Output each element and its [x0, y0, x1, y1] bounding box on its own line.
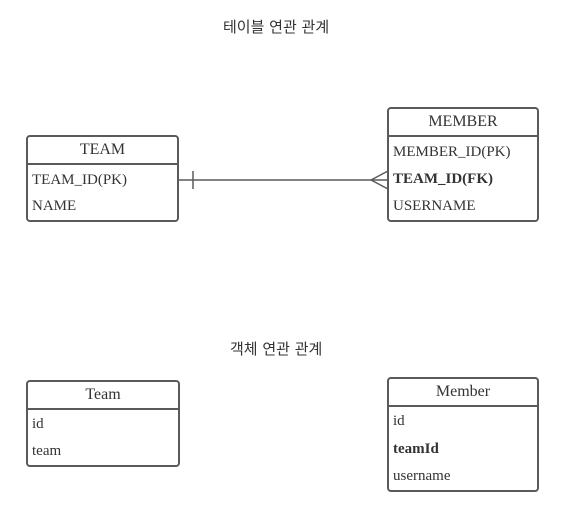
- team-object-field-team: team: [32, 443, 62, 459]
- member-object-header: Member: [389, 379, 537, 407]
- team-table-field-team-id: TEAM_ID(PK): [32, 172, 127, 188]
- member-table-field-team-id-fk: TEAM_ID(FK): [393, 171, 493, 187]
- member-table-field-member-id: MEMBER_ID(PK): [393, 144, 511, 160]
- crow-foot-lower: [370, 179, 389, 190]
- member-table-field-username: USERNAME: [393, 198, 476, 214]
- team-table-header: TEAM: [28, 137, 177, 165]
- team-object-header: Team: [28, 382, 178, 410]
- object-relation-title: 객체 연관 관계: [230, 340, 323, 358]
- team-object-field-id: id: [32, 416, 44, 432]
- member-table-header: MEMBER: [389, 109, 537, 137]
- crow-foot-upper: [370, 170, 389, 181]
- member-object: Member id teamId username: [387, 377, 539, 492]
- member-table: MEMBER MEMBER_ID(PK) TEAM_ID(FK) USERNAM…: [387, 107, 539, 222]
- team-table-field-name: NAME: [32, 198, 77, 214]
- table-relation-title: 테이블 연관 관계: [223, 18, 330, 36]
- team-object: Team id team: [26, 380, 180, 467]
- member-object-field-id: id: [393, 413, 405, 429]
- member-object-field-username: username: [393, 468, 451, 484]
- member-object-field-team-id: teamId: [393, 441, 439, 457]
- team-table: TEAM TEAM_ID(PK) NAME: [26, 135, 179, 222]
